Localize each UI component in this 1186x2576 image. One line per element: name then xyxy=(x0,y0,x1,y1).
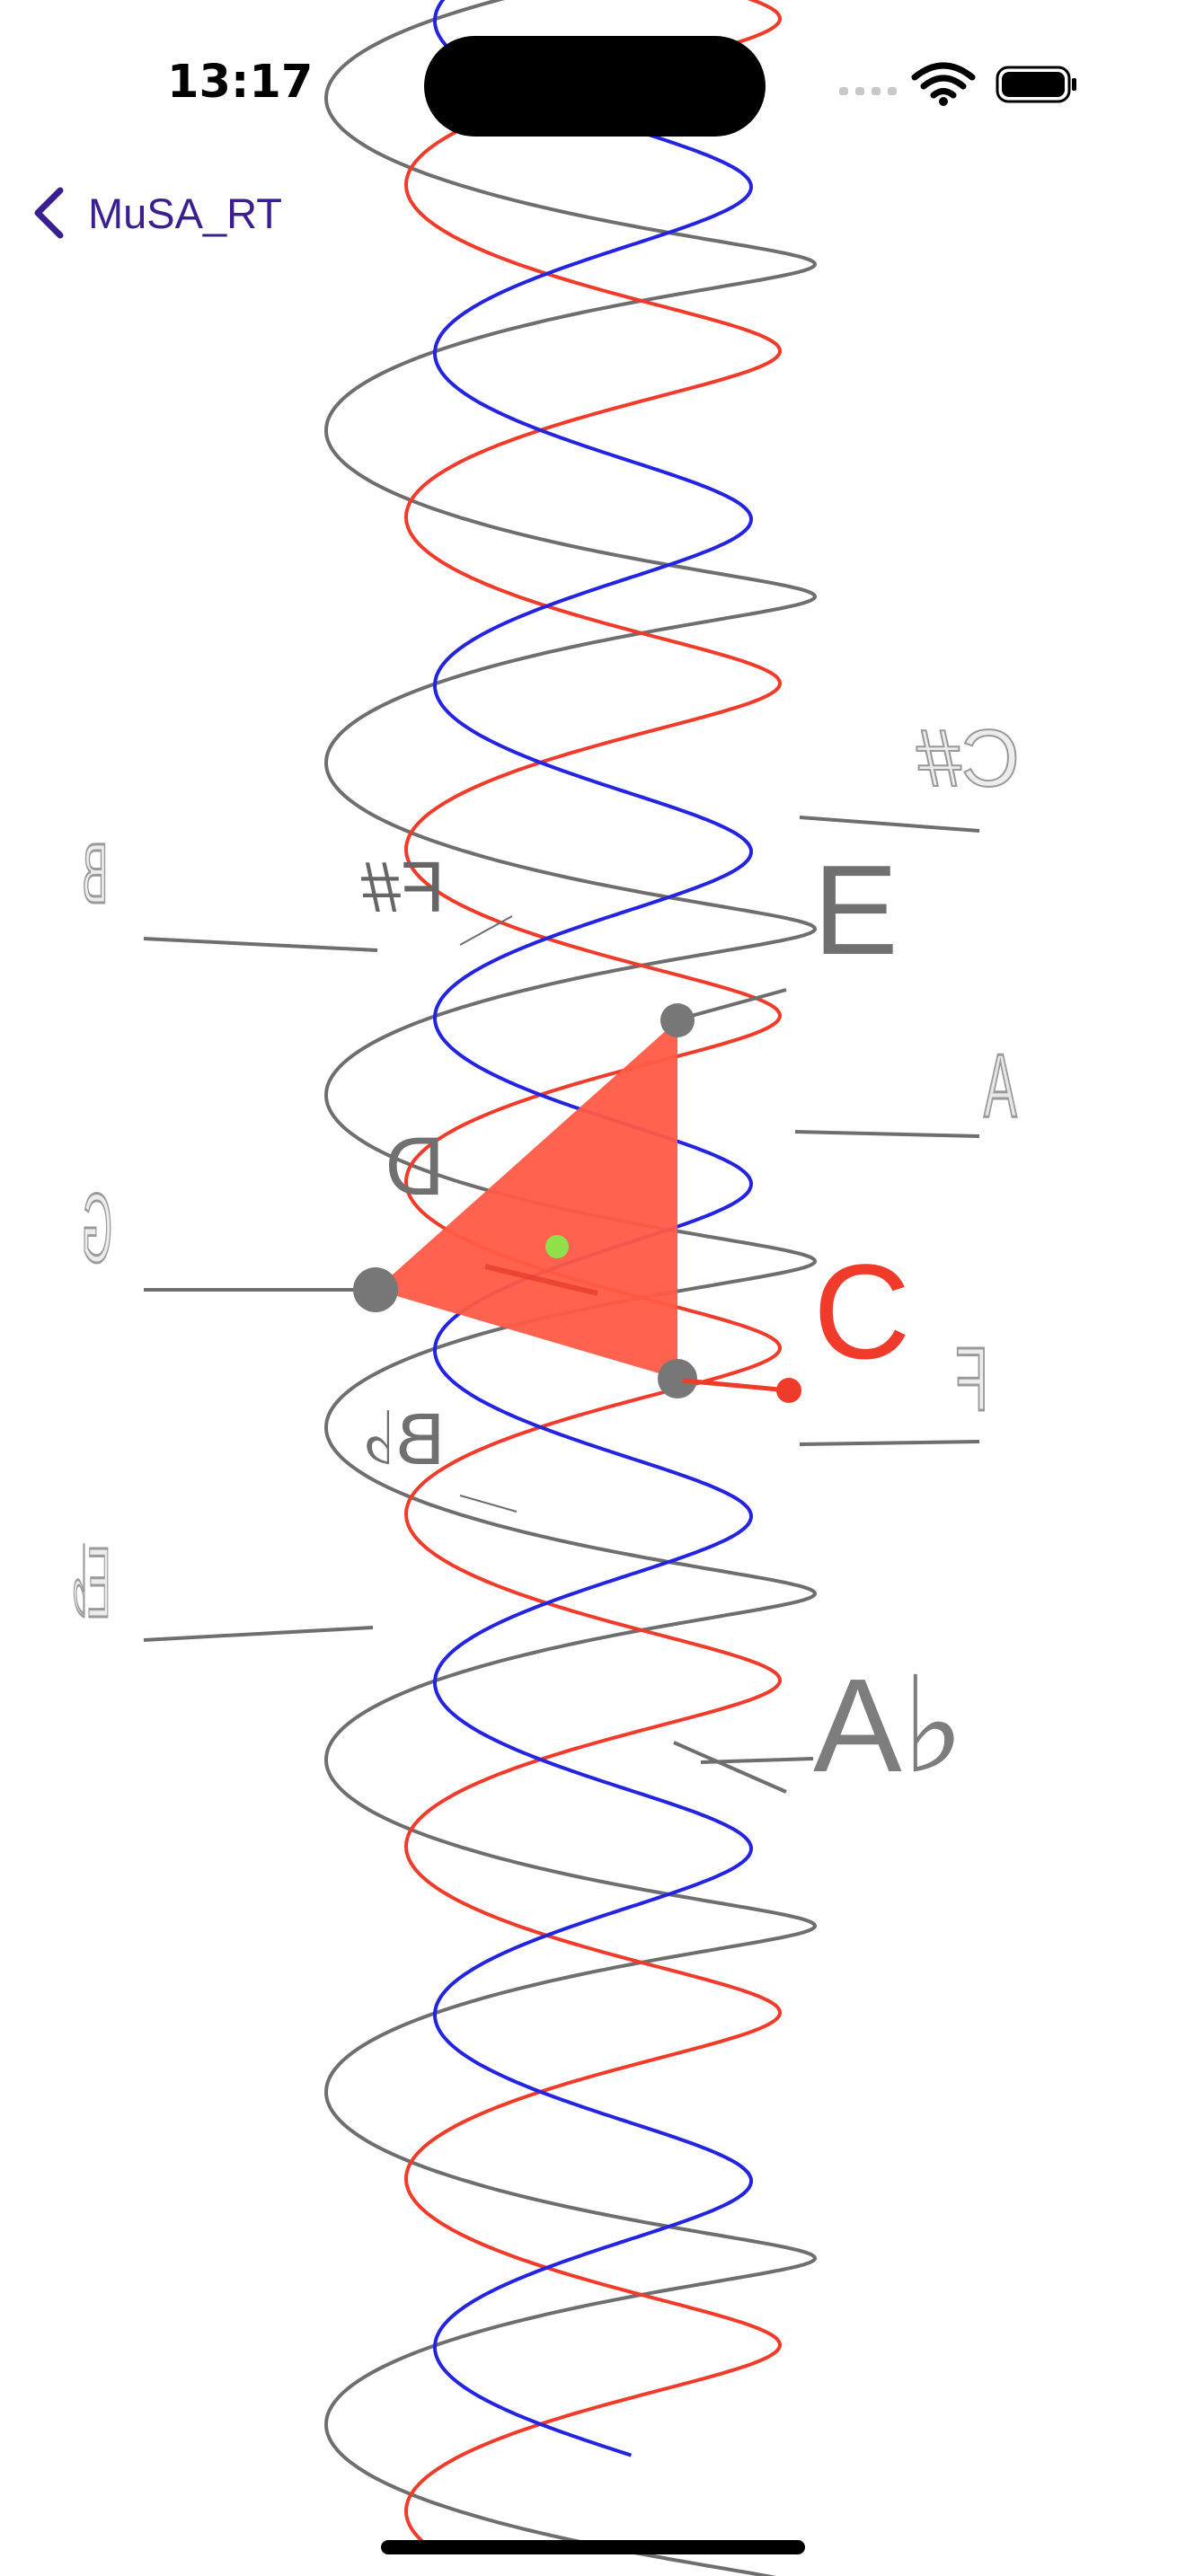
chevron-left-icon xyxy=(34,187,64,239)
inner-spokes xyxy=(459,915,518,1513)
minor-key-spiral xyxy=(433,0,754,2457)
center-of-effect-marker xyxy=(545,1235,569,1258)
spoke-a xyxy=(794,1130,980,1138)
spoke-f-sharp xyxy=(459,915,513,946)
note-label-e-flat: E♭ xyxy=(71,1528,111,1638)
triangle-shade xyxy=(484,1264,598,1296)
wifi-dot xyxy=(939,97,948,106)
back-button[interactable]: MuSA_RT xyxy=(31,180,282,246)
spoke-e-flat xyxy=(143,1626,374,1642)
spoke-b-flat xyxy=(459,1495,518,1513)
chord-triangle xyxy=(376,1020,677,1379)
battery-icon xyxy=(996,66,1076,103)
spoke-a-flat-2 xyxy=(700,1757,814,1764)
pitch-spokes xyxy=(143,816,980,1794)
dynamic-island xyxy=(424,36,766,137)
note-label-b-flat: B♭ xyxy=(361,1398,445,1480)
cellular-signal-icon xyxy=(839,87,897,95)
wifi-icon xyxy=(911,62,976,99)
minor-key-spiral-curve xyxy=(433,0,754,2457)
note-label-a: A xyxy=(984,1037,1017,1137)
pitch-node-g xyxy=(353,1267,398,1312)
pitch-spiral xyxy=(323,0,818,2576)
key-pointer-line xyxy=(682,1378,790,1393)
spoke-f xyxy=(799,1440,980,1446)
pitch-spiral-curve xyxy=(323,0,818,2576)
home-indicator xyxy=(381,2540,805,2554)
note-label-g: G xyxy=(82,1172,112,1283)
note-label-f-sharp: F# xyxy=(360,847,445,927)
spoke-c-sharp xyxy=(799,816,980,833)
note-label-e: E xyxy=(813,839,898,982)
note-label-f: F xyxy=(955,1329,988,1430)
note-label-d: D xyxy=(385,1121,445,1213)
note-label-c-sharp: C# xyxy=(916,714,1020,804)
spoke-a-flat xyxy=(673,1741,787,1794)
spoke-e xyxy=(677,988,787,1021)
note-label-a-flat: A♭ xyxy=(813,1652,965,1800)
key-marker xyxy=(776,1378,801,1403)
pitch-node-c xyxy=(658,1359,697,1398)
status-bar-icons xyxy=(839,62,1076,106)
back-button-label: MuSA_RT xyxy=(88,189,282,237)
spoke-b xyxy=(143,937,378,952)
pitch-node-e xyxy=(660,1003,695,1037)
note-label-c: C xyxy=(813,1236,910,1387)
status-bar-time: 13:17 xyxy=(167,56,314,109)
note-label-b: B xyxy=(82,825,108,922)
